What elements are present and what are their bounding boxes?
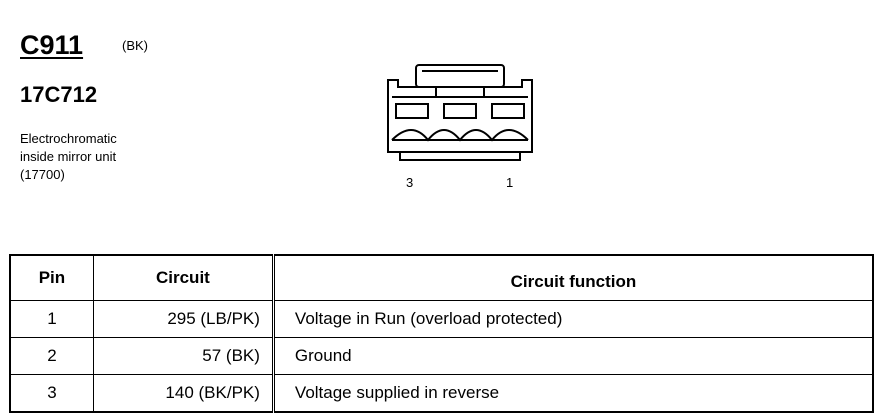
connector-center-tab — [435, 86, 485, 98]
pinout-table: Pin Circuit Circuit function 1 295 (LB/P… — [9, 254, 874, 413]
description-line: inside mirror unit — [20, 149, 117, 164]
part-number: 17C712 — [20, 82, 98, 107]
connector-id: C911 — [20, 30, 84, 60]
description-line: Electrochromatic — [20, 131, 117, 146]
connector-body — [387, 79, 533, 153]
pin-label-left: 3 — [406, 175, 414, 190]
cell-circuit: 57 (BK) — [92, 337, 275, 375]
cell-function: Ground — [272, 337, 874, 375]
table-row: 3 140 (BK/PK) Voltage supplied in revers… — [9, 374, 874, 413]
pin-label-right: 1 — [506, 175, 514, 190]
cell-circuit: 140 (BK/PK) — [92, 374, 275, 413]
cell-pin: 3 — [9, 374, 94, 413]
header-circuit-function: Circuit function — [272, 254, 874, 301]
connector-latch — [415, 64, 505, 88]
component-description: Electrochromatic inside mirror unit (177… — [20, 130, 117, 184]
description-line: (17700) — [20, 167, 65, 182]
cell-function: Voltage in Run (overload protected) — [272, 300, 874, 338]
cell-circuit: 295 (LB/PK) — [92, 300, 275, 338]
table-row: 2 57 (BK) Ground — [9, 337, 874, 375]
connector-face-diagram — [387, 64, 533, 161]
pin-cavity-2 — [443, 103, 477, 119]
header-circuit: Circuit — [92, 254, 275, 301]
table-row: 1 295 (LB/PK) Voltage in Run (overload p… — [9, 300, 874, 338]
cell-pin: 2 — [9, 337, 94, 375]
cell-pin: 1 — [9, 300, 94, 338]
pin-cavity-1 — [491, 103, 525, 119]
cell-function: Voltage supplied in reverse — [272, 374, 874, 413]
connector-color-code: (BK) — [122, 38, 148, 53]
pin-cavity-3 — [395, 103, 429, 119]
header-pin: Pin — [9, 254, 94, 301]
table-header-row: Pin Circuit Circuit function — [9, 254, 874, 301]
